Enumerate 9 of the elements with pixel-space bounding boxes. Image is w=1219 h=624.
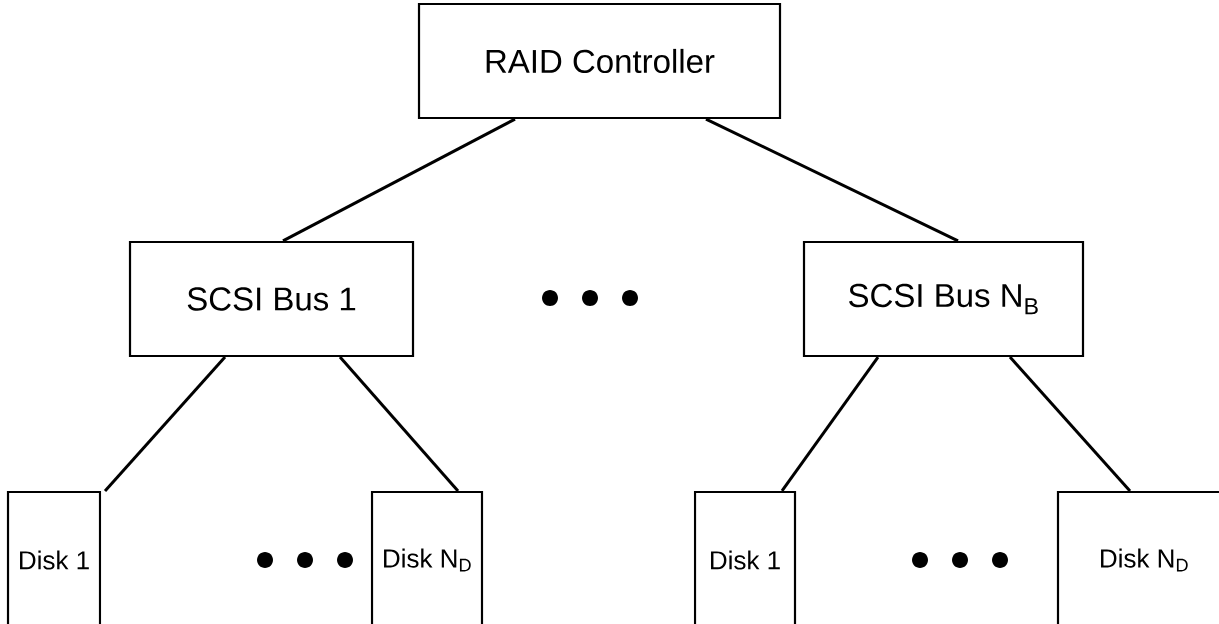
- connector-line: [780, 356, 880, 492]
- connector-line: [705, 117, 959, 243]
- connector-line: [282, 117, 516, 243]
- connector-line: [1008, 356, 1132, 492]
- bus-box: SCSI Bus 1: [128, 240, 415, 358]
- connector-line: [103, 356, 227, 492]
- bus-box: SCSI Bus N$_{B}$: [802, 240, 1085, 358]
- controller-box: RAID Controller: [417, 2, 782, 120]
- connector-line: [338, 356, 460, 492]
